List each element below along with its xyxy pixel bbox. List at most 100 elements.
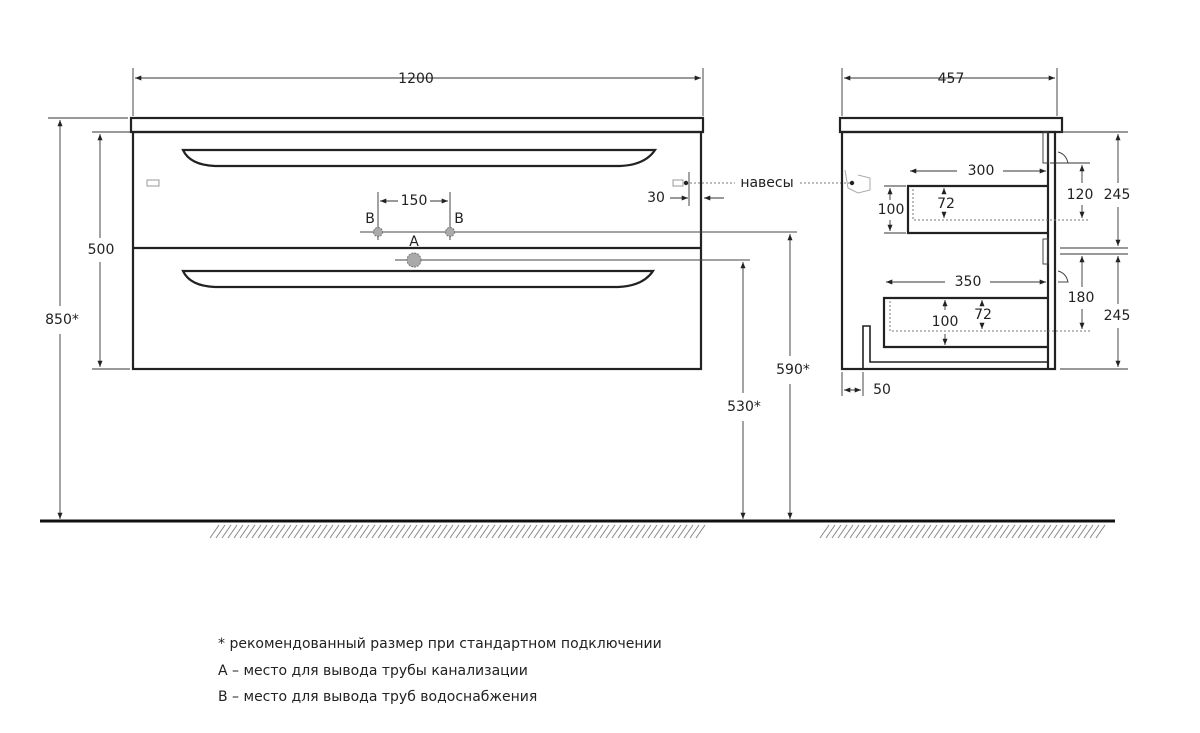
hinge-bracket xyxy=(844,169,871,194)
drain-pipe-hole xyxy=(406,252,422,268)
top-drawer-height-dimension: 100 xyxy=(878,202,905,218)
hatch-mark xyxy=(287,524,298,539)
hatch-mark xyxy=(843,524,854,539)
hatch-mark xyxy=(293,524,304,539)
label-a: A xyxy=(409,234,419,250)
hatch-mark xyxy=(653,524,664,539)
hatch-mark xyxy=(957,524,968,539)
hatch-mark xyxy=(677,524,688,539)
hatch-mark xyxy=(963,524,974,539)
top-section-dimension: 245 xyxy=(1104,187,1131,203)
hatch-mark xyxy=(825,524,836,539)
hatch-mark xyxy=(891,524,902,539)
hinge-offset-dimension: 30 xyxy=(647,190,665,206)
note-b: В – место для вывода труб водоснабжения xyxy=(218,689,537,705)
side-view: 457 300 100 72 120 350 100 72 180 xyxy=(838,68,1131,398)
hatch-mark xyxy=(599,524,610,539)
hatch-mark xyxy=(975,524,986,539)
hatch-mark xyxy=(999,524,1010,539)
hatch-mark xyxy=(323,524,334,539)
hatch-mark xyxy=(879,524,890,539)
hatch-mark xyxy=(533,524,544,539)
hatch-mark xyxy=(227,524,238,539)
hatch-mark xyxy=(1041,524,1052,539)
water-pipe-hole-right xyxy=(445,227,455,237)
hatch-mark xyxy=(593,524,604,539)
bottom-drawer-height-dimension: 100 xyxy=(932,314,959,330)
hatch-mark xyxy=(683,524,694,539)
hatch-mark xyxy=(509,524,520,539)
hatch-mark xyxy=(831,524,842,539)
hatch-mark xyxy=(401,524,412,539)
hatch-mark xyxy=(329,524,340,539)
hatch-mark xyxy=(581,524,592,539)
width-dimension: 1200 xyxy=(398,71,434,87)
top-drawer-handle xyxy=(181,148,658,168)
hatch-mark xyxy=(209,524,220,539)
hatch-mark xyxy=(413,524,424,539)
hatch-mark xyxy=(263,524,274,539)
depth-dimension: 457 xyxy=(938,71,965,87)
hatch-mark xyxy=(951,524,962,539)
hatch-mark xyxy=(215,524,226,539)
hatch-mark xyxy=(861,524,872,539)
hatch-mark xyxy=(569,524,580,539)
hatch-mark xyxy=(617,524,628,539)
plinth xyxy=(862,325,1048,369)
hatch-mark xyxy=(449,524,460,539)
hatch-mark xyxy=(1077,524,1088,539)
front-view: 1200 850* 500 150 B B A 30 навесы xyxy=(45,68,852,519)
bottom-drawer-inner-dimension: 72 xyxy=(974,307,992,323)
bottom-drawer-box xyxy=(882,296,1048,349)
hatch-mark xyxy=(317,524,328,539)
hatch-mark xyxy=(1071,524,1082,539)
hatch-mark xyxy=(1065,524,1076,539)
hatch-mark xyxy=(629,524,640,539)
pipe-spacing-dimension: 150 xyxy=(401,193,428,209)
floor-hatching xyxy=(209,524,1106,539)
hinge-icon-bottom xyxy=(1057,270,1069,283)
hatch-mark xyxy=(671,524,682,539)
hatch-mark xyxy=(969,524,980,539)
hatch-mark xyxy=(299,524,310,539)
hinge-point xyxy=(683,180,689,186)
hatch-mark xyxy=(491,524,502,539)
hatch-mark xyxy=(305,524,316,539)
bottom-drawer-handle xyxy=(181,269,656,289)
countertop-front xyxy=(129,116,705,134)
plinth-offset-dimension: 50 xyxy=(873,382,891,398)
hatch-mark xyxy=(1017,524,1028,539)
hatch-mark xyxy=(945,524,956,539)
hatch-mark xyxy=(659,524,670,539)
hatch-mark xyxy=(647,524,658,539)
hatch-mark xyxy=(921,524,932,539)
hatch-mark xyxy=(443,524,454,539)
hatch-mark xyxy=(819,524,830,539)
hatch-mark xyxy=(1083,524,1094,539)
hatch-mark xyxy=(849,524,860,539)
hatch-mark xyxy=(281,524,292,539)
hatch-mark xyxy=(521,524,532,539)
hatch-mark xyxy=(993,524,1004,539)
hatch-mark xyxy=(383,524,394,539)
total-height-dimension: 850* xyxy=(45,312,79,328)
countertop-side xyxy=(838,116,1064,134)
hatch-mark xyxy=(1029,524,1040,539)
hatch-mark xyxy=(1005,524,1016,539)
hatch-mark xyxy=(873,524,884,539)
hatch-mark xyxy=(341,524,352,539)
cabinet-body-side xyxy=(840,130,1057,371)
hatch-mark xyxy=(365,524,376,539)
hatch-mark xyxy=(641,524,652,539)
hatch-mark xyxy=(275,524,286,539)
hatch-mark xyxy=(473,524,484,539)
hatch-mark xyxy=(431,524,442,539)
hatch-mark xyxy=(419,524,430,539)
hatch-mark xyxy=(371,524,382,539)
hatch-mark xyxy=(233,524,244,539)
hatch-mark xyxy=(497,524,508,539)
hatch-mark xyxy=(551,524,562,539)
hatch-mark xyxy=(1089,524,1100,539)
hatch-mark xyxy=(563,524,574,539)
